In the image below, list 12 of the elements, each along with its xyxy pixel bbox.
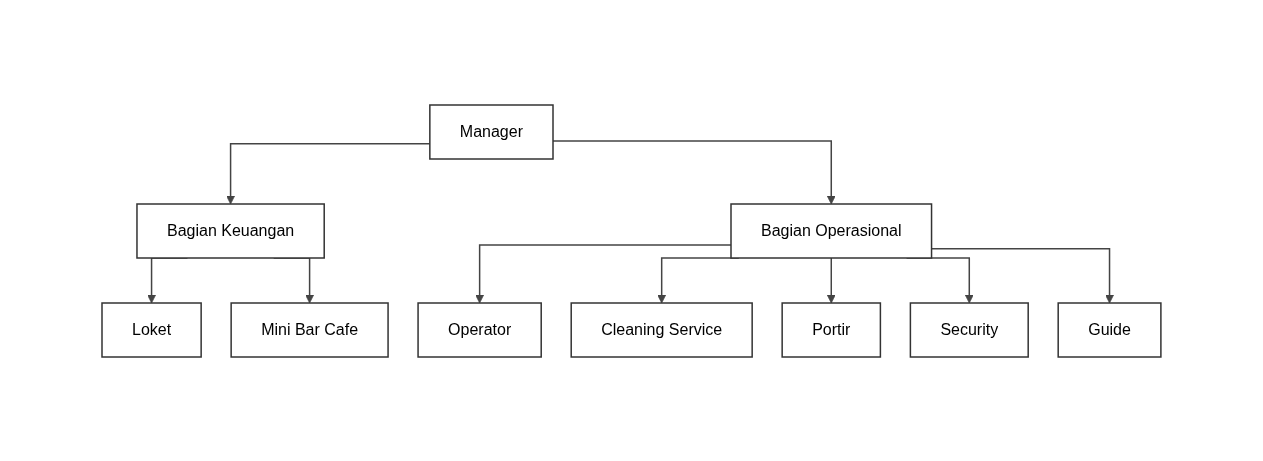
node-box: Portir <box>781 301 882 358</box>
node-box: Loket <box>101 301 202 358</box>
node-box: Operator <box>417 301 542 358</box>
arrow <box>826 256 836 303</box>
node-box: Mini Bar Cafe <box>230 301 389 358</box>
node-box: Cleaning Service <box>570 301 753 358</box>
node-box: Security <box>909 301 1029 358</box>
arrow <box>475 243 732 303</box>
node-box: Bagian Keuangan <box>136 202 325 259</box>
node-box: Guide <box>1057 301 1162 358</box>
node-box: Manager <box>429 103 554 160</box>
node-box: Bagian Operasional <box>730 202 933 259</box>
